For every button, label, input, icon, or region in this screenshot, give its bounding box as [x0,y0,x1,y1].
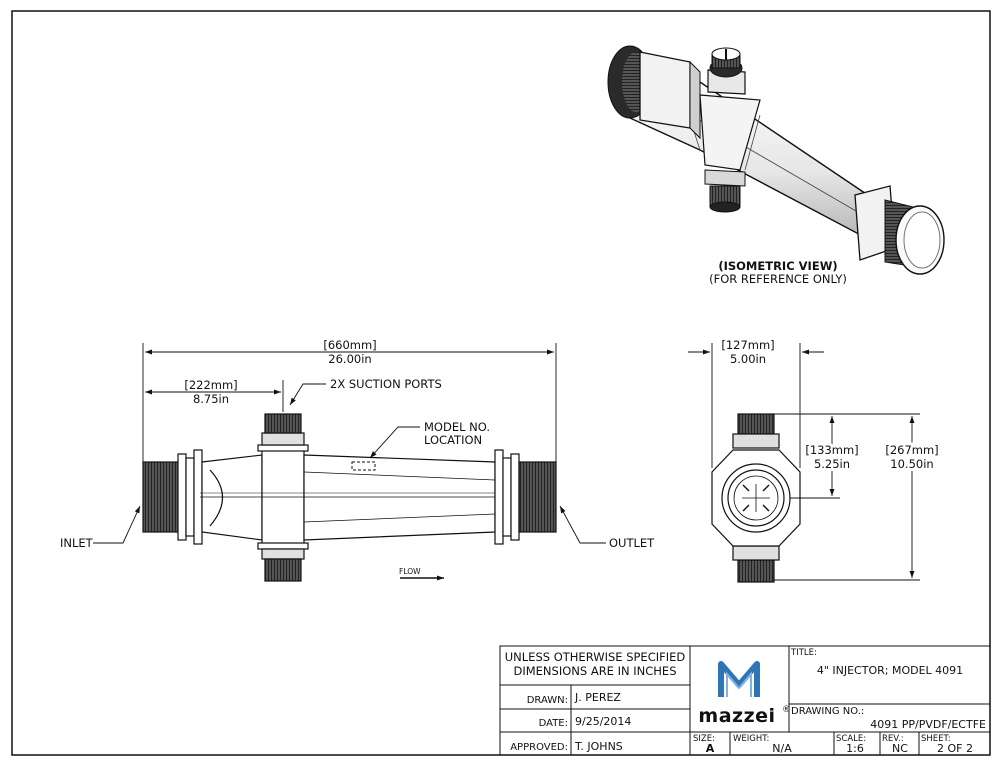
end-width-in: 5.00in [730,352,766,366]
model-no-note-line1: MODEL NO. [424,420,490,434]
mazzei-logo: mazzei ® [698,661,791,727]
overall-length-in: 26.00in [328,352,371,366]
approved-value: T. JOHNS [574,740,623,753]
tolerance-line2: DIMENSIONS ARE IN INCHES [513,664,676,678]
flow-label: FLOW [399,567,421,576]
sheet-border [11,10,991,756]
center-height-mm: [133mm] [805,443,858,457]
sheet-value: 2 OF 2 [937,742,973,755]
size-value: A [706,742,715,755]
title-label: TITLE: [790,648,817,658]
inlet-label: INLET [60,536,94,550]
end-view-dimensions [688,343,920,581]
overall-length-mm: [660mm] [323,338,376,352]
title-value: 4" INJECTOR; MODEL 4091 [817,664,963,677]
logo-wordmark: mazzei [698,705,775,727]
port-offset-mm: [222mm] [184,378,237,392]
drawn-value: J. PEREZ [574,691,621,704]
drawn-label: DRAWN: [527,695,568,706]
front-view-dimensions [93,343,606,581]
approved-label: APPROVED: [510,742,568,753]
port-offset-in: 8.75in [193,392,229,406]
overall-height-mm: [267mm] [885,443,938,457]
model-no-location-box [351,461,376,471]
end-width-mm: [127mm] [721,338,774,352]
tolerance-line1: UNLESS OTHERWISE SPECIFIED [505,650,686,664]
rev-value: NC [892,742,908,755]
isometric-title: (ISOMETRIC VIEW) [718,259,837,273]
scale-value: 1:6 [846,742,864,755]
end-view [711,413,801,583]
title-block [499,645,991,756]
rev-label: REV.: [882,734,904,744]
overall-height-in: 10.50in [890,457,933,471]
front-view [142,413,557,582]
date-label: DATE: [539,718,568,729]
weight-value: N/A [772,742,792,755]
drawing-no-value: 4091 PP/PVDF/ECTFE [870,718,986,731]
center-height-in: 5.25in [814,457,850,471]
suction-ports-note: 2X SUCTION PORTS [330,377,442,391]
isometric-subtitle: (FOR REFERENCE ONLY) [709,272,847,286]
weight-label: WEIGHT: [733,734,769,744]
sheet-label: SHEET: [921,734,951,744]
logo-registered-mark: ® [782,705,791,715]
scale-label: SCALE: [836,734,866,744]
outlet-label: OUTLET [609,536,655,550]
size-label: SIZE: [693,734,715,744]
date-value: 9/25/2014 [575,715,631,728]
drawing-no-label: DRAWING NO.: [791,706,864,717]
model-no-note-line2: LOCATION [424,433,482,447]
isometric-view [607,45,945,275]
